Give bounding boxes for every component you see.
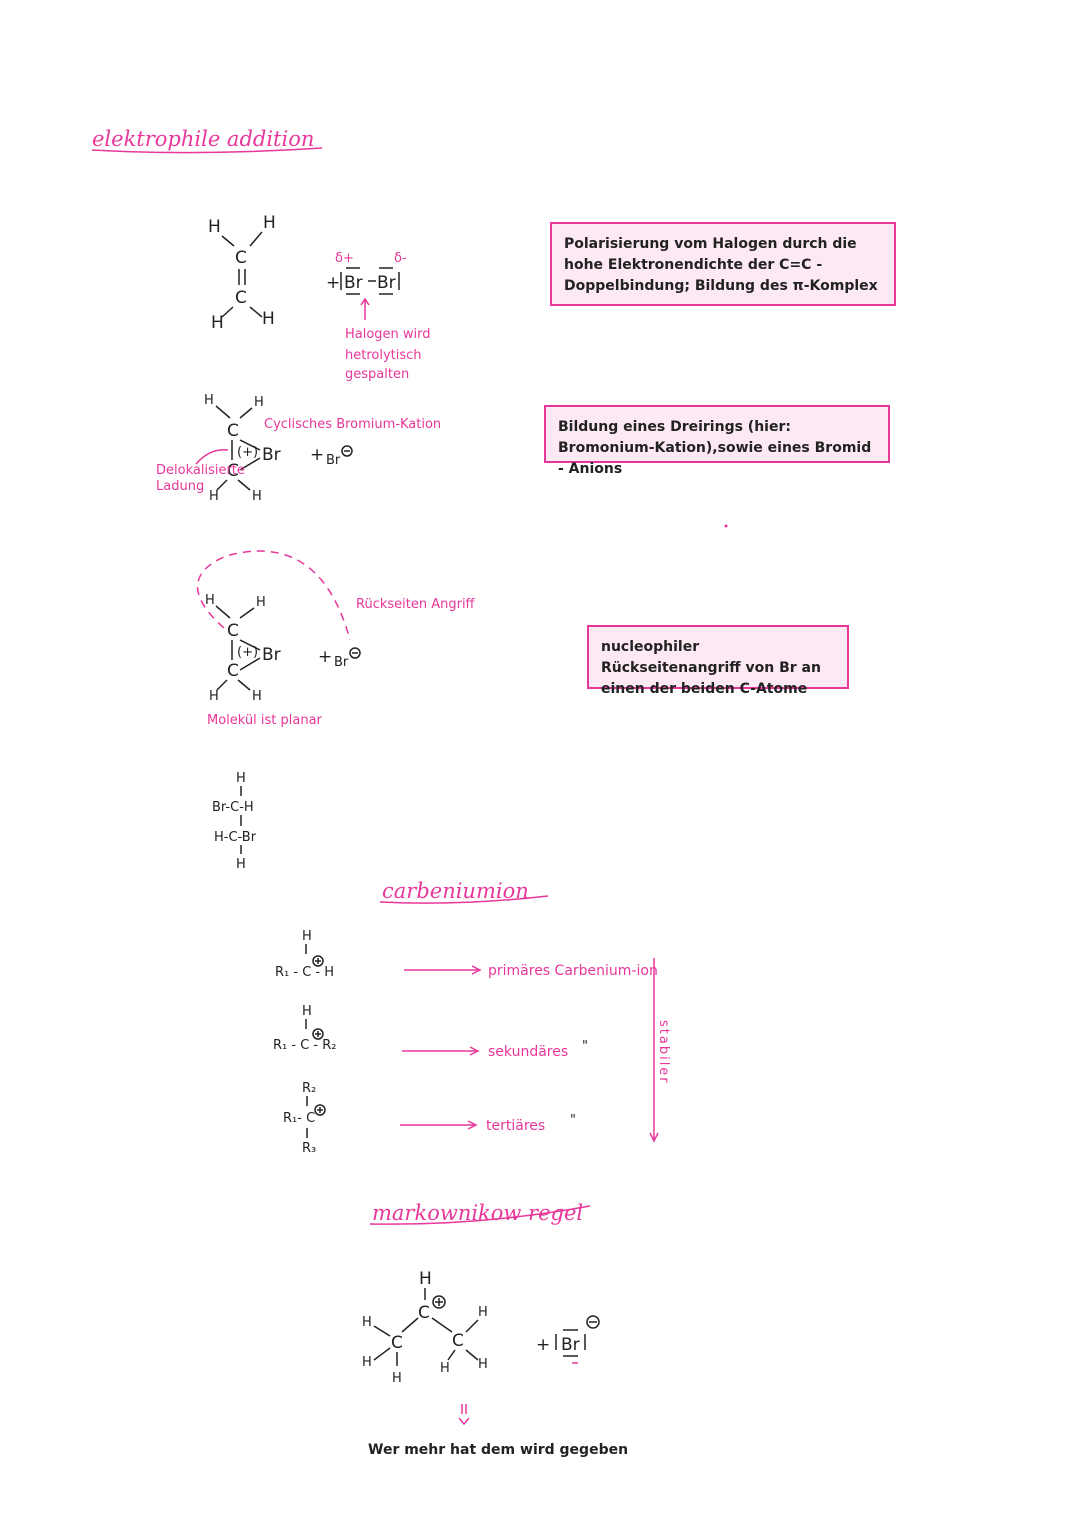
svg-text:H: H [254, 395, 264, 410]
svg-text:Br: Br [561, 1335, 580, 1355]
bromonium-cation-2: H H C (+) Br C H H [205, 593, 281, 704]
svg-text:C: C [235, 248, 247, 268]
svg-text:Br: Br [344, 273, 363, 293]
halogen-note: Halogen wird hetrolytisch gespalten [345, 327, 435, 382]
planar-label: Molekül ist planar [207, 713, 323, 728]
svg-text:C: C [235, 288, 247, 308]
svg-text:H: H [362, 1315, 372, 1330]
svg-text:H: H [252, 689, 262, 704]
markownikow-caption: Wer mehr hat dem wird gegeben [368, 1442, 629, 1458]
svg-text:(+): (+) [237, 645, 258, 660]
svg-text:C: C [391, 1333, 403, 1353]
title-underline-3 [369, 1205, 591, 1225]
svg-text:+: + [326, 273, 340, 293]
svg-text:H: H [209, 689, 219, 704]
bromide-2: Br [334, 655, 349, 670]
delocalized-charge-label: Delokalisierte Ladung [156, 463, 249, 494]
svg-text:C: C [418, 1303, 430, 1323]
svg-text:H: H [209, 489, 219, 504]
bromonium-cation-1: H H C (+) Br C H H [204, 393, 281, 504]
svg-text:Br: Br [262, 645, 281, 665]
three-ring-box: Bildung eines Dreirings (hier: Bromonium… [544, 405, 890, 477]
svg-text:R₃: R₃ [302, 1141, 316, 1156]
ditto-1: " [582, 1039, 588, 1054]
svg-text:H: H [478, 1305, 488, 1320]
title-elektrophile-addition: elektrophile addition [92, 127, 314, 151]
primary-carbenium: H R₁ - C - H [275, 929, 334, 980]
bromide-anion: + Br [536, 1315, 600, 1357]
secondary-label: sekundäres [488, 1044, 568, 1060]
bromide-1: Br [326, 453, 341, 468]
svg-text:H: H [392, 1371, 402, 1386]
delocalized-arrow [195, 449, 229, 465]
backside-attack-arc [196, 550, 351, 641]
svg-text:+: + [536, 1335, 550, 1355]
svg-text:Br-C-H: Br-C-H [212, 800, 254, 815]
svg-text:R₂: R₂ [302, 1081, 316, 1096]
svg-text:H: H [419, 1269, 432, 1289]
title-underline [91, 147, 323, 154]
svg-text:Br: Br [262, 445, 281, 465]
svg-text:H: H [263, 213, 276, 233]
delta-plus: δ+ [335, 251, 354, 266]
svg-text:H: H [208, 217, 221, 237]
ditto-2: " [570, 1113, 576, 1128]
title-carbeniumion: carbeniumion [382, 879, 529, 903]
polarization-box: Polarisierung vom Halogen durch die hohe… [550, 222, 896, 306]
svg-text:R₁ - C - H: R₁ - C - H [275, 965, 334, 980]
svg-text:H: H [262, 309, 275, 329]
svg-text:H: H [256, 595, 266, 610]
svg-text:H: H [211, 313, 224, 333]
svg-text:H: H [236, 857, 246, 872]
svg-text:C: C [227, 621, 239, 641]
svg-text:H: H [362, 1355, 372, 1370]
cyclic-bromium-label: Cyclisches Bromium-Kation [264, 417, 441, 432]
primary-label: primäres Carbenium-ion [488, 963, 658, 979]
ethene-molecule: H H C C H H [208, 213, 276, 333]
propyl-cation: H C C C H H H H H H [362, 1269, 488, 1386]
svg-text:+: + [318, 647, 332, 667]
svg-text:H: H [204, 393, 214, 408]
svg-text:H: H [302, 1004, 312, 1019]
svg-text:H: H [205, 593, 215, 608]
tertiary-label: tertiäres [486, 1118, 545, 1134]
svg-text:C: C [227, 661, 239, 681]
delta-minus: δ- [394, 251, 407, 266]
svg-text:H: H [478, 1357, 488, 1372]
nucleophilic-box: nucleophiler Rückseitenangriff von Br an… [587, 625, 849, 697]
bromine-molecule: δ+ δ- + Br Br [326, 251, 407, 295]
title-underline-2 [379, 895, 549, 904]
svg-text:C: C [452, 1331, 464, 1351]
dibromoethane-molecule: H Br-C-H H-C-Br H [212, 771, 257, 872]
svg-text:C: C [227, 421, 239, 441]
backside-attack-label: Rückseiten Angriff [356, 597, 476, 612]
svg-text:C: C [227, 461, 239, 481]
svg-text:H: H [236, 771, 246, 786]
svg-text:H: H [302, 929, 312, 944]
svg-text:H: H [252, 489, 262, 504]
svg-text:H: H [440, 1361, 450, 1376]
svg-text:(+): (+) [237, 445, 258, 460]
tertiary-carbenium: R₂ R₁- C R₃ [283, 1081, 326, 1156]
svg-text:+: + [310, 445, 324, 465]
svg-text:R₁ - C - R₂: R₁ - C - R₂ [273, 1038, 336, 1053]
svg-text:Br: Br [377, 273, 396, 293]
svg-text:H-C-Br: H-C-Br [214, 830, 257, 845]
secondary-carbenium: H R₁ - C - R₂ [273, 1004, 336, 1053]
stabiler-label: stabiler [656, 1020, 671, 1085]
svg-text:R₁- C: R₁- C [283, 1111, 315, 1126]
